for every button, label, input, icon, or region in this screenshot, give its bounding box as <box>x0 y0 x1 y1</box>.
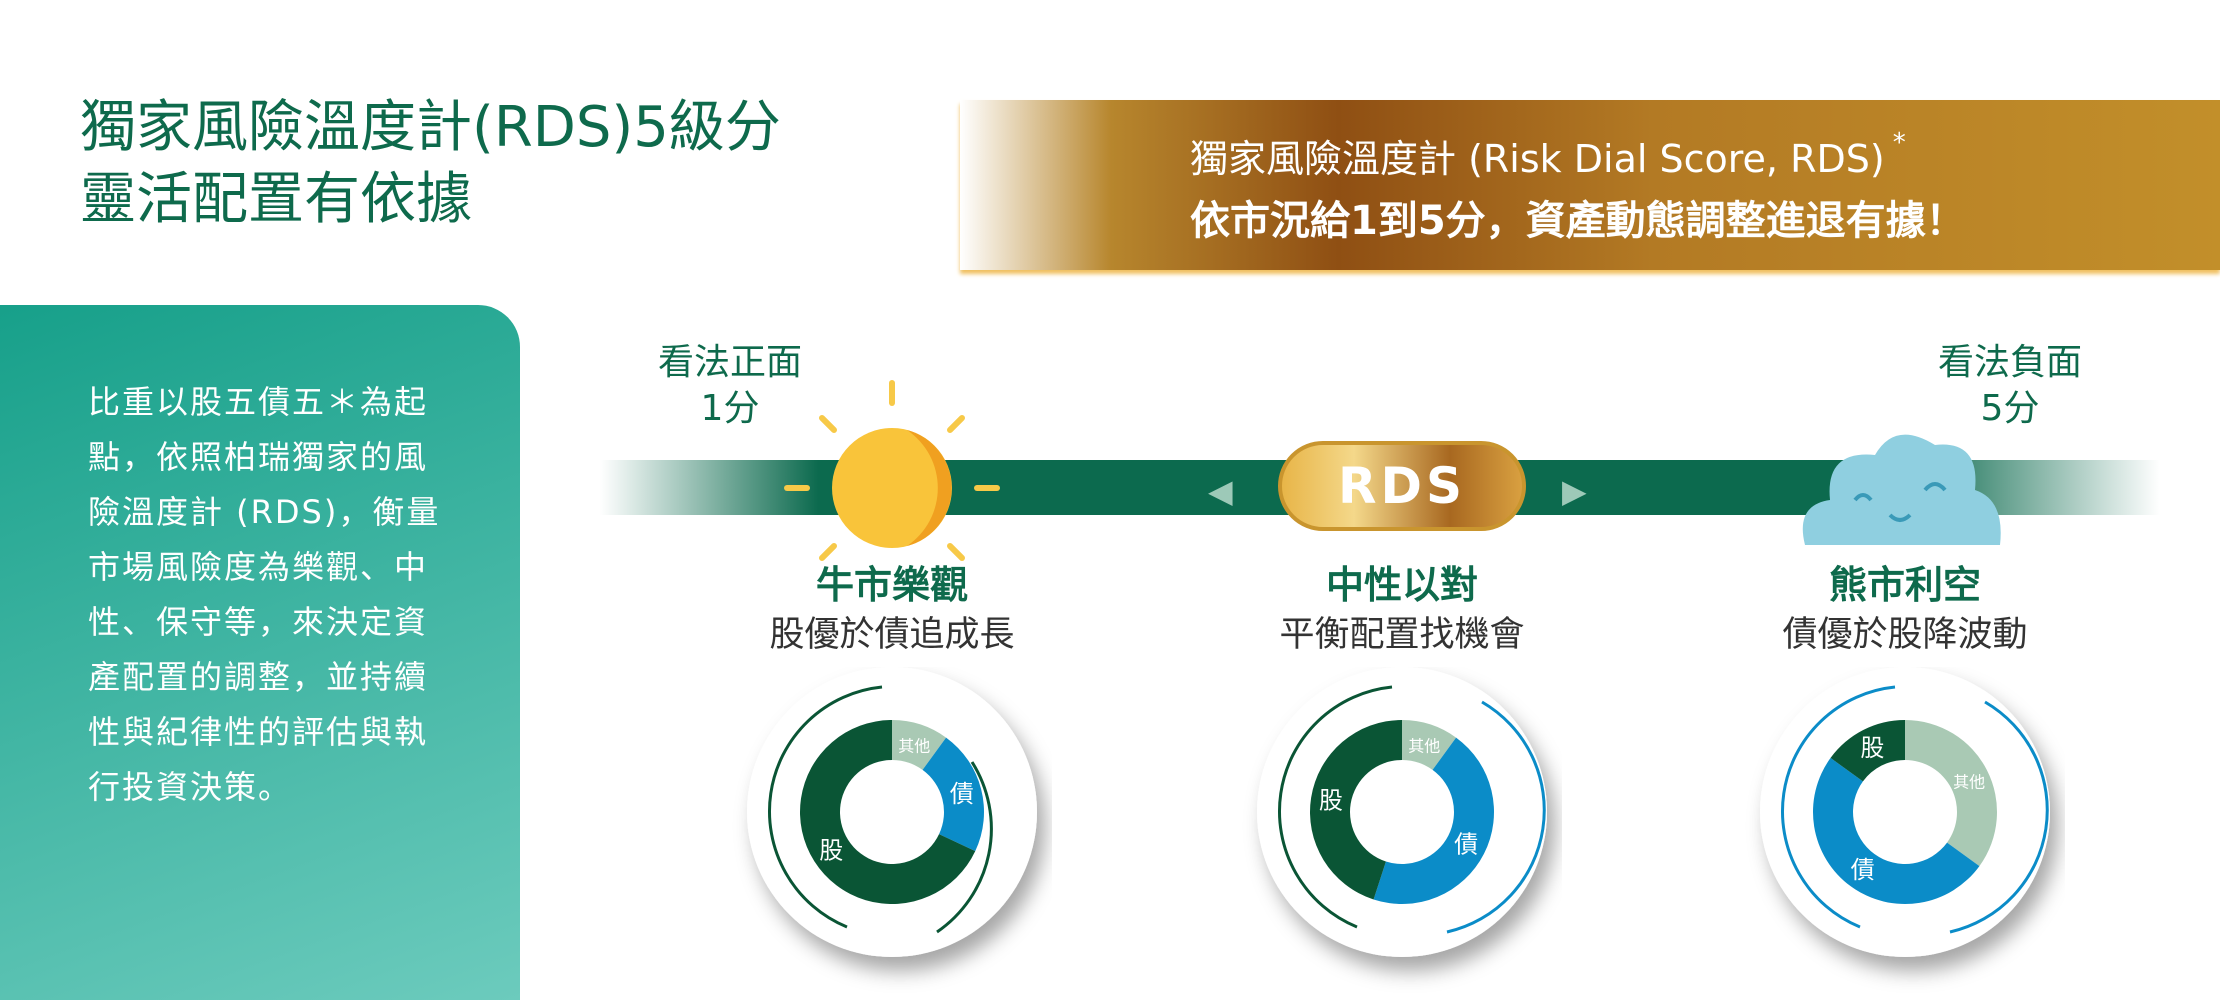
arrow-left-icon: ◀ <box>1208 472 1233 510</box>
donut-slice-1 <box>922 737 984 852</box>
rotation-arrow-icon <box>1949 700 2049 934</box>
scenario-title: 熊市利空 <box>1828 563 1981 607</box>
scenario-subtitle: 股優於債追成長 <box>769 615 1015 655</box>
allocation-donut: 其他債 股 <box>1760 667 2050 957</box>
description-line: 產配置的調整，並持續 <box>88 658 429 696</box>
rotation-arrow-icon <box>767 685 883 929</box>
donut-slice-2 <box>1310 720 1402 900</box>
donut-slice-2 <box>1830 720 1905 782</box>
slice-label: 債 <box>950 780 974 808</box>
scenario-title: 牛市樂觀 <box>815 563 968 607</box>
donut-base <box>1257 667 1547 957</box>
scenario-subtitle: 平衡配置找機會 <box>1279 615 1525 655</box>
slice-label: 債 <box>1454 831 1478 859</box>
description-line: 比重以股五債五＊為起 <box>88 383 429 421</box>
slice-label: 其他 <box>1408 737 1440 756</box>
description-panel: 比重以股五債五＊為起點，依照柏瑞獨家的風險溫度計 (RDS)，衡量市場風險度為樂… <box>0 305 520 1000</box>
donut-base <box>747 667 1037 957</box>
slice-label: 股 <box>1860 734 1884 762</box>
title-line-2: 靈活配置有依據 <box>80 167 472 232</box>
slice-label: 債 <box>1851 856 1875 884</box>
banner-line-1: 獨家風險溫度計 (Risk Dial Score, RDS)* <box>1190 128 1906 181</box>
description-line: 市場風險度為樂觀、中 <box>88 548 429 586</box>
donut-slice-0 <box>892 720 947 770</box>
slice-label: 其他 <box>1953 772 1985 791</box>
donut-slice-0 <box>1905 720 1997 867</box>
rotation-arrow-icon <box>936 761 993 934</box>
slice-label: 股 <box>1319 787 1343 815</box>
description-line: 性、保守等，來決定資 <box>88 603 429 641</box>
banner-line-2: 依市況給1到5分，資產動態調整進退有據！ <box>1190 198 1966 244</box>
description-line: 行投資決策。 <box>88 768 293 806</box>
rds-badge: RDS <box>1278 441 1526 531</box>
slice-label: 股 <box>819 837 843 865</box>
rotation-arrow-icon <box>1446 700 1546 934</box>
rotation-arrow-icon <box>1277 685 1393 929</box>
donut-slice-0 <box>1402 720 1457 770</box>
sun-icon <box>784 380 1000 561</box>
rds-banner: 獨家風險溫度計 (Risk Dial Score, RDS)* 依市況給1到5分… <box>960 100 2220 270</box>
rotation-arrow-icon <box>1780 685 1896 929</box>
description-line: 險溫度計 (RDS)，衡量 <box>88 493 441 531</box>
title-line-1: 獨家風險溫度計(RDS)5級分 <box>80 95 781 160</box>
scenario-title: 中性以對 <box>1325 563 1478 607</box>
donut-base <box>1760 667 2050 957</box>
cloud-icon <box>1802 434 2001 545</box>
footnote-star: * <box>1892 128 1906 158</box>
description-text: 比重以股五債五＊為起點，依照柏瑞獨家的風險溫度計 (RDS)，衡量市場風險度為樂… <box>88 375 440 815</box>
allocation-donut: 其他債 股 <box>1257 667 1547 957</box>
description-line: 點，依照柏瑞獨家的風 <box>88 438 429 476</box>
donut-slice-1 <box>1373 737 1494 904</box>
scenario-subtitle: 債優於股降波動 <box>1782 615 2028 655</box>
donut-slice-2 <box>800 720 976 904</box>
slice-label: 其他 <box>898 737 930 756</box>
description-line: 性與紀律性的評估與執 <box>88 713 429 751</box>
page-title: 獨家風險溫度計(RDS)5級分 靈活配置有依據 <box>80 92 781 236</box>
donut-slice-1 <box>1813 757 1980 904</box>
arrow-right-icon: ▶ <box>1562 472 1587 510</box>
